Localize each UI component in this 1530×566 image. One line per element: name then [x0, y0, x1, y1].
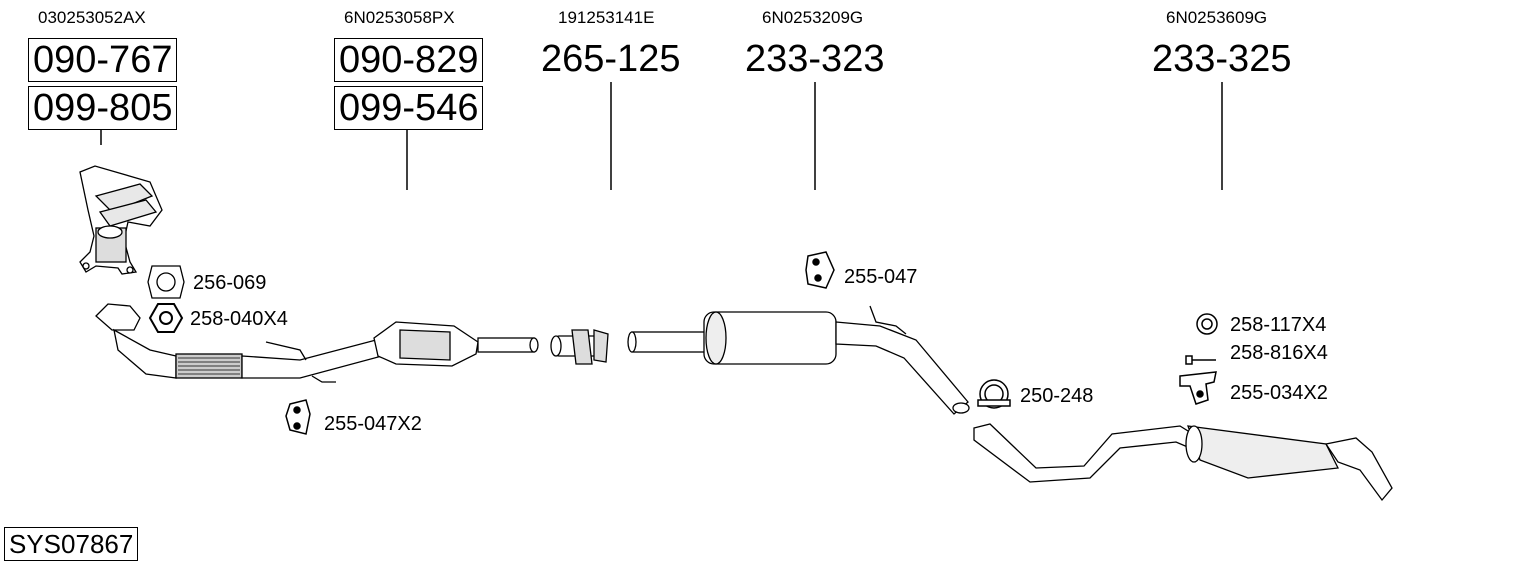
accessory-ring-label[interactable]: 258-117X4	[1230, 314, 1327, 336]
oem-number-catalyst: 6N0253058PX	[344, 8, 455, 27]
exhaust-manifold	[79, 165, 163, 275]
part-number-manifold-a[interactable]: 090-767	[28, 38, 178, 82]
connector-pipe	[550, 329, 609, 365]
oem-number-connector: 191253141E	[558, 8, 655, 27]
accessory-hanger-front-label[interactable]: 255-047X2	[324, 413, 422, 435]
oem-number-manifold: 030253052AX	[38, 8, 146, 27]
hanger-front-icon	[285, 399, 311, 435]
rear-silencer	[973, 423, 1393, 502]
accessory-bolt-label[interactable]: 258-816X4	[1230, 342, 1328, 364]
gasket-icon	[147, 265, 185, 299]
leader-lines	[100, 82, 1223, 190]
accessory-clamp-label[interactable]: 250-248	[1020, 385, 1094, 407]
oem-number-middle-silencer: 6N0253209G	[762, 8, 864, 27]
nut-icon	[148, 303, 184, 333]
oem-number-rear-silencer: 6N0253609G	[1166, 8, 1268, 27]
ring-icon	[1196, 313, 1218, 335]
catalytic-converter	[373, 321, 539, 367]
system-code: SYS07867	[4, 527, 139, 561]
middle-silencer	[627, 305, 970, 415]
hanger-mid-icon	[805, 251, 835, 289]
part-number-middle-silencer[interactable]: 233-323	[745, 38, 885, 80]
part-number-catalyst-b[interactable]: 099-546	[334, 86, 484, 130]
front-pipe	[95, 303, 383, 383]
accessory-nut-label[interactable]: 258-040X4	[190, 308, 288, 330]
part-number-manifold-b[interactable]: 099-805	[28, 86, 178, 130]
accessory-bracket-label[interactable]: 255-034X2	[1230, 382, 1328, 404]
clamp-icon	[977, 379, 1011, 409]
part-number-catalyst-a[interactable]: 090-829	[334, 38, 484, 82]
part-number-rear-silencer[interactable]: 233-325	[1152, 38, 1292, 80]
accessory-gasket-label[interactable]: 256-069	[193, 272, 267, 294]
part-number-connector[interactable]: 265-125	[541, 38, 681, 80]
accessory-hanger-mid-label[interactable]: 255-047	[844, 266, 918, 288]
bolt-icon	[1185, 355, 1216, 365]
bracket-icon	[1179, 371, 1217, 405]
